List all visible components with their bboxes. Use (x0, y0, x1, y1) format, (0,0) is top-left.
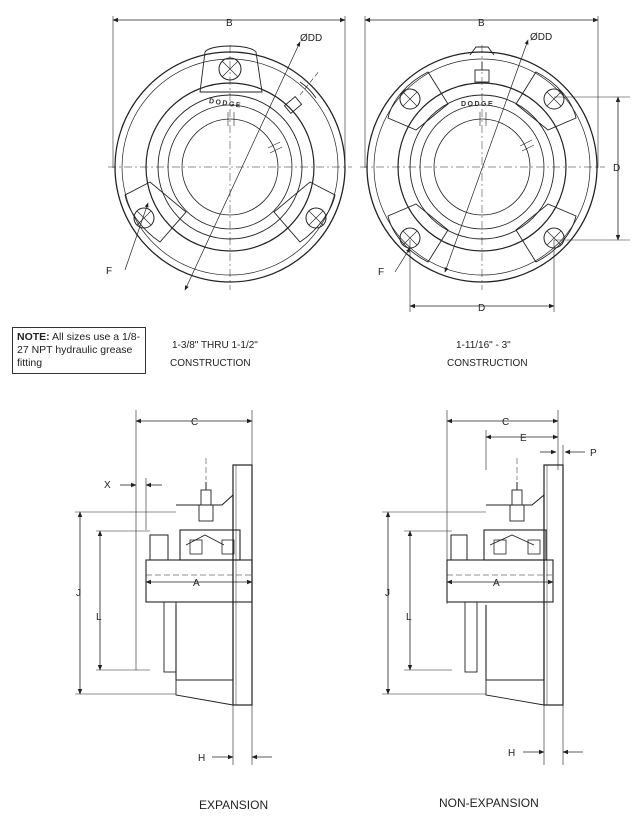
side-view-non-expansion (382, 410, 585, 765)
dim-x: X (104, 480, 111, 491)
caption-expansion: EXPANSION (199, 798, 268, 812)
dim-j-right: J (385, 588, 390, 599)
dim-d-vertical: D (613, 163, 620, 174)
dim-c-right: C (502, 417, 509, 428)
brand-logo-left: DODGE (209, 98, 243, 110)
note-label: NOTE: (17, 331, 50, 343)
dim-e: E (520, 433, 527, 444)
dim-h-right: H (508, 748, 515, 759)
dim-h-left: H (198, 753, 205, 764)
dim-f-right: F (378, 267, 384, 278)
caption-small-size: 1-3/8" THRU 1-1/2" (172, 340, 258, 351)
note-text: All sizes use a 1/8-27 NPT hydraulic gre… (17, 331, 141, 369)
dim-l-left: L (96, 612, 102, 623)
caption-large-construction: CONSTRUCTION (447, 358, 528, 369)
dim-f-left: F (106, 266, 112, 277)
dim-a-right: A (493, 578, 500, 589)
caption-large-size: 1-11/16" - 3" (456, 340, 511, 351)
dim-l-right: L (406, 612, 412, 623)
dim-b-left: B (226, 18, 233, 29)
dim-j-left: J (76, 588, 81, 599)
caption-non-expansion: NON-EXPANSION (439, 796, 539, 810)
dim-b-right: B (478, 18, 485, 29)
dim-c-left: C (191, 417, 198, 428)
brand-logo-right: DODGE (461, 101, 494, 108)
dim-dd-right: ØDD (530, 32, 552, 43)
front-view-3-bolt (108, 16, 352, 291)
side-view-expansion (75, 410, 272, 765)
dim-d-horizontal: D (478, 303, 485, 314)
caption-small-construction: CONSTRUCTION (170, 358, 251, 369)
front-view-4-bolt (360, 16, 630, 312)
note-box: NOTE: All sizes use a 1/8-27 NPT hydraul… (12, 327, 146, 374)
dim-dd-left: ØDD (300, 33, 322, 44)
dim-p: P (590, 448, 597, 459)
dim-a-left: A (193, 578, 200, 589)
